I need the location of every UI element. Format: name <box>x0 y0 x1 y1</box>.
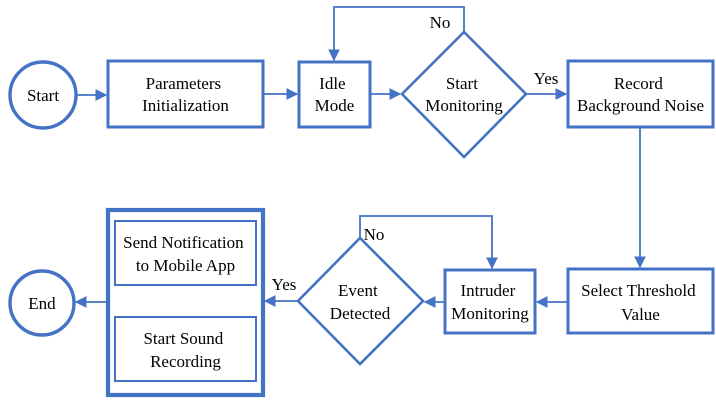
node-record-noise-label: Record Background Noise <box>577 74 704 115</box>
edge-label-event-detected-no: No <box>364 225 385 244</box>
node-event-detected-label: Event Detected <box>330 281 391 323</box>
event-detected-diamond <box>296 236 425 366</box>
node-start: Start <box>8 60 78 130</box>
start-oval <box>8 60 78 130</box>
idle-mode-box <box>297 60 372 129</box>
edge-event-detected-no-to-intruder <box>359 215 498 270</box>
select-threshold-box <box>566 267 715 335</box>
node-params-init-label: Parameters Initialization <box>142 74 229 115</box>
start-sound-recording-box <box>114 316 257 382</box>
node-select-threshold: Select Threshold Value <box>566 267 715 335</box>
node-idle-mode: Idle Mode <box>297 60 372 129</box>
end-oval <box>8 269 76 337</box>
node-select-threshold-label: Select Threshold Value <box>581 281 700 324</box>
edge-label-start-monitoring-no: No <box>430 13 451 32</box>
node-send-notification-label: Send Notification to Mobile App <box>123 233 248 275</box>
node-start-monitoring-label: Start Monitoring <box>425 74 503 115</box>
edge-start-monitoring-no-to-idle <box>328 6 465 62</box>
node-idle-mode-label: Idle Mode <box>315 74 355 115</box>
node-event-detected: Event Detected <box>296 236 425 366</box>
node-start-sound-recording-label: Start Sound Recording <box>143 329 227 371</box>
node-start-sound-recording: Start Sound Recording <box>114 316 257 382</box>
node-intruder-monitoring-label: Intruder Monitoring <box>451 281 529 323</box>
node-end: End <box>8 269 76 337</box>
node-end-label: End <box>28 294 56 313</box>
node-start-monitoring: Start Monitoring <box>400 30 528 159</box>
send-notification-box <box>114 220 257 286</box>
node-intruder-monitoring: Intruder Monitoring <box>443 268 537 335</box>
intruder-monitoring-box <box>443 268 537 335</box>
record-noise-box <box>566 59 715 129</box>
node-start-label: Start <box>27 86 59 105</box>
node-actions-container: Send Notification to Mobile App Start So… <box>105 207 266 398</box>
params-init-box <box>106 59 265 129</box>
node-send-notification: Send Notification to Mobile App <box>114 220 257 286</box>
node-record-noise: Record Background Noise <box>566 59 715 129</box>
node-params-init: Parameters Initialization <box>106 59 265 129</box>
start-monitoring-diamond <box>400 30 528 159</box>
edge-label-event-detected-yes: Yes <box>272 275 297 294</box>
edge-label-start-monitoring-yes: Yes <box>534 69 559 88</box>
